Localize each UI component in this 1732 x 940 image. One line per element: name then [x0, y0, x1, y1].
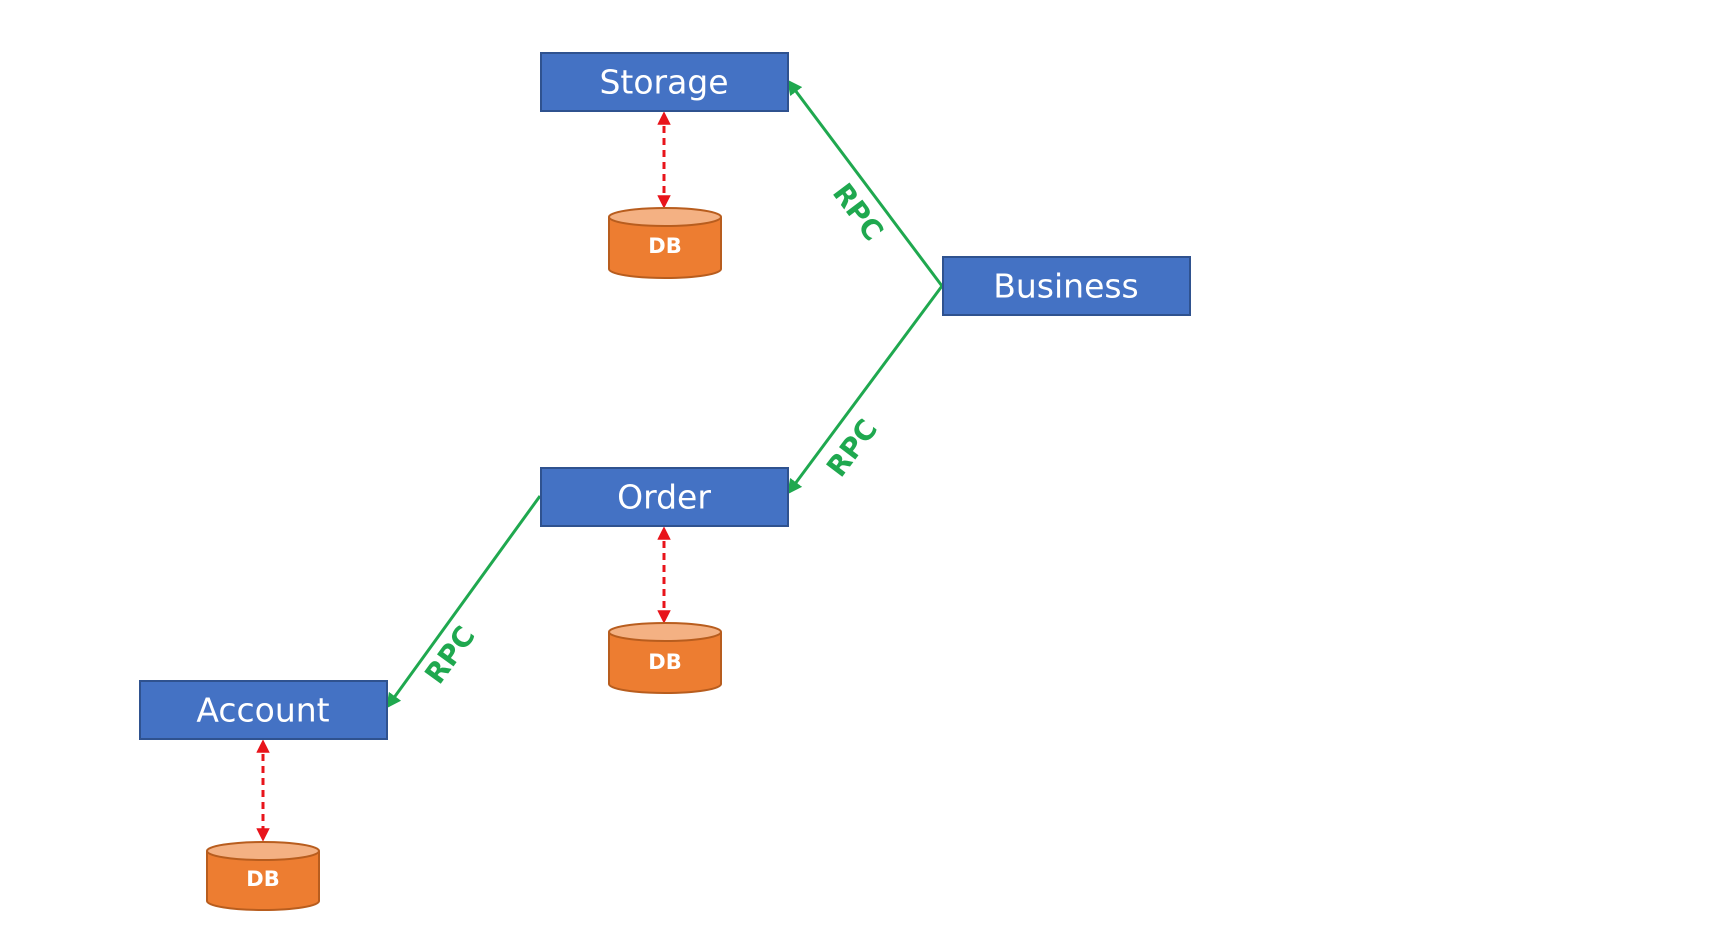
service-label-storage: Storage	[599, 63, 728, 102]
database-storage: DB	[608, 207, 722, 279]
edge-order-to-account: RPC	[386, 495, 542, 709]
db-label-account: DB	[246, 867, 279, 891]
rpc-label-business-storage: RPC	[826, 177, 890, 247]
rpc-arrow-business-order	[787, 285, 944, 495]
rpc-label-business-order: RPC	[820, 413, 884, 483]
rpc-arrow-business-storage	[787, 79, 944, 287]
edge-business-to-storage: RPC	[787, 79, 944, 287]
database-account: DB	[206, 841, 320, 911]
db-label-storage: DB	[648, 234, 681, 258]
service-label-business: Business	[993, 267, 1139, 306]
service-account: Account	[139, 680, 388, 740]
db-label-order: DB	[648, 650, 681, 674]
database-order: DB	[608, 622, 722, 694]
edge-business-to-order: RPC	[787, 285, 944, 495]
rpc-label-order-account: RPC	[418, 620, 482, 690]
service-order: Order	[540, 467, 789, 527]
service-label-account: Account	[196, 691, 329, 730]
rpc-arrow-order-account	[386, 495, 542, 709]
service-business: Business	[942, 256, 1191, 316]
service-storage: Storage	[540, 52, 789, 112]
service-label-order: Order	[617, 478, 711, 517]
